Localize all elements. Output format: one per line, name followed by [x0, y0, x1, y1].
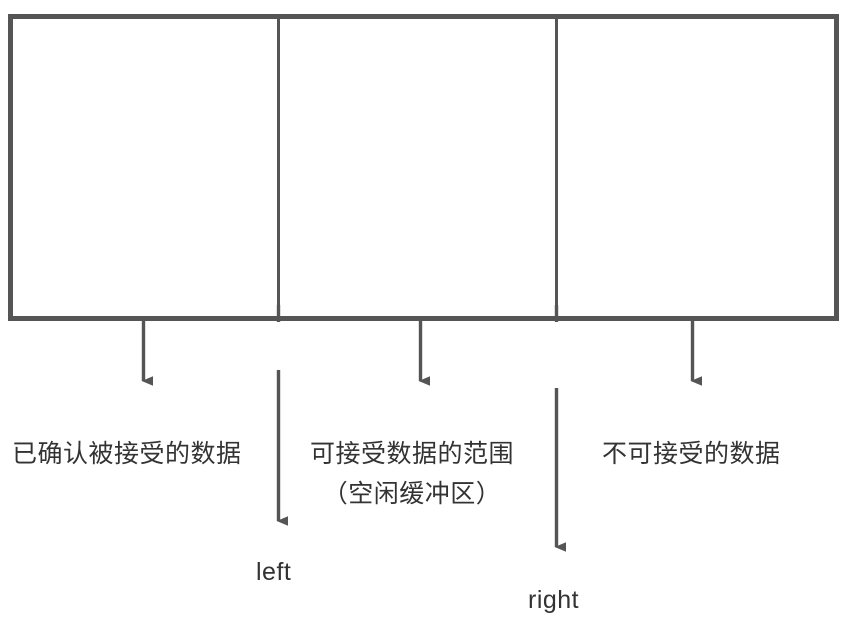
- label-left-pointer: left: [256, 558, 292, 586]
- label-usable-window: 可接受数据的范围 （空闲缓冲区）: [310, 434, 514, 514]
- label-usable-window-line1: 可接受数据的范围: [310, 439, 515, 468]
- label-usable-window-line2: （空闲缓冲区）: [322, 479, 502, 508]
- buffer-bar-outline: [8, 14, 839, 321]
- label-acknowledged-data: 已确认被接受的数据: [12, 439, 242, 468]
- label-unacceptable-data: 不可接受的数据: [602, 439, 781, 468]
- label-right-pointer: right: [528, 586, 580, 614]
